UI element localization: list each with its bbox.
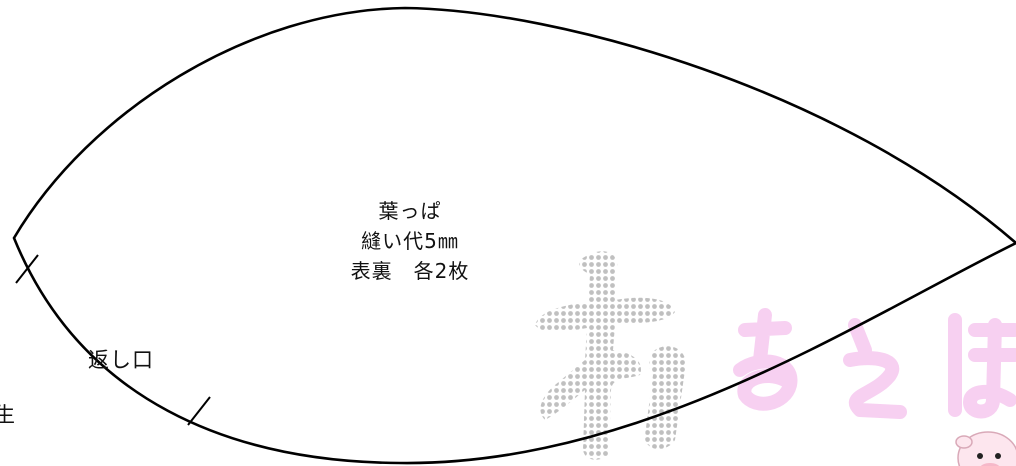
leaf-outline	[12, 6, 1016, 465]
opening-notch-top	[15, 254, 39, 284]
pink-brand-watermark-icon	[733, 308, 1016, 419]
cow-mascot-icon	[955, 431, 1016, 466]
edge-cutoff-text: 生	[0, 403, 15, 427]
piece-quantity: 表裏 各2枚	[350, 259, 470, 283]
return-opening-label: 返し口	[88, 348, 154, 372]
piece-name: 葉っぱ	[378, 199, 442, 223]
opening-notch-bottom	[187, 396, 211, 426]
cross-stitch-watermark-icon	[535, 251, 686, 460]
piece-label: 葉っぱ 縫い代5㎜ 表裏 各2枚	[300, 196, 520, 286]
seam-allowance: 縫い代5㎜	[361, 229, 459, 253]
